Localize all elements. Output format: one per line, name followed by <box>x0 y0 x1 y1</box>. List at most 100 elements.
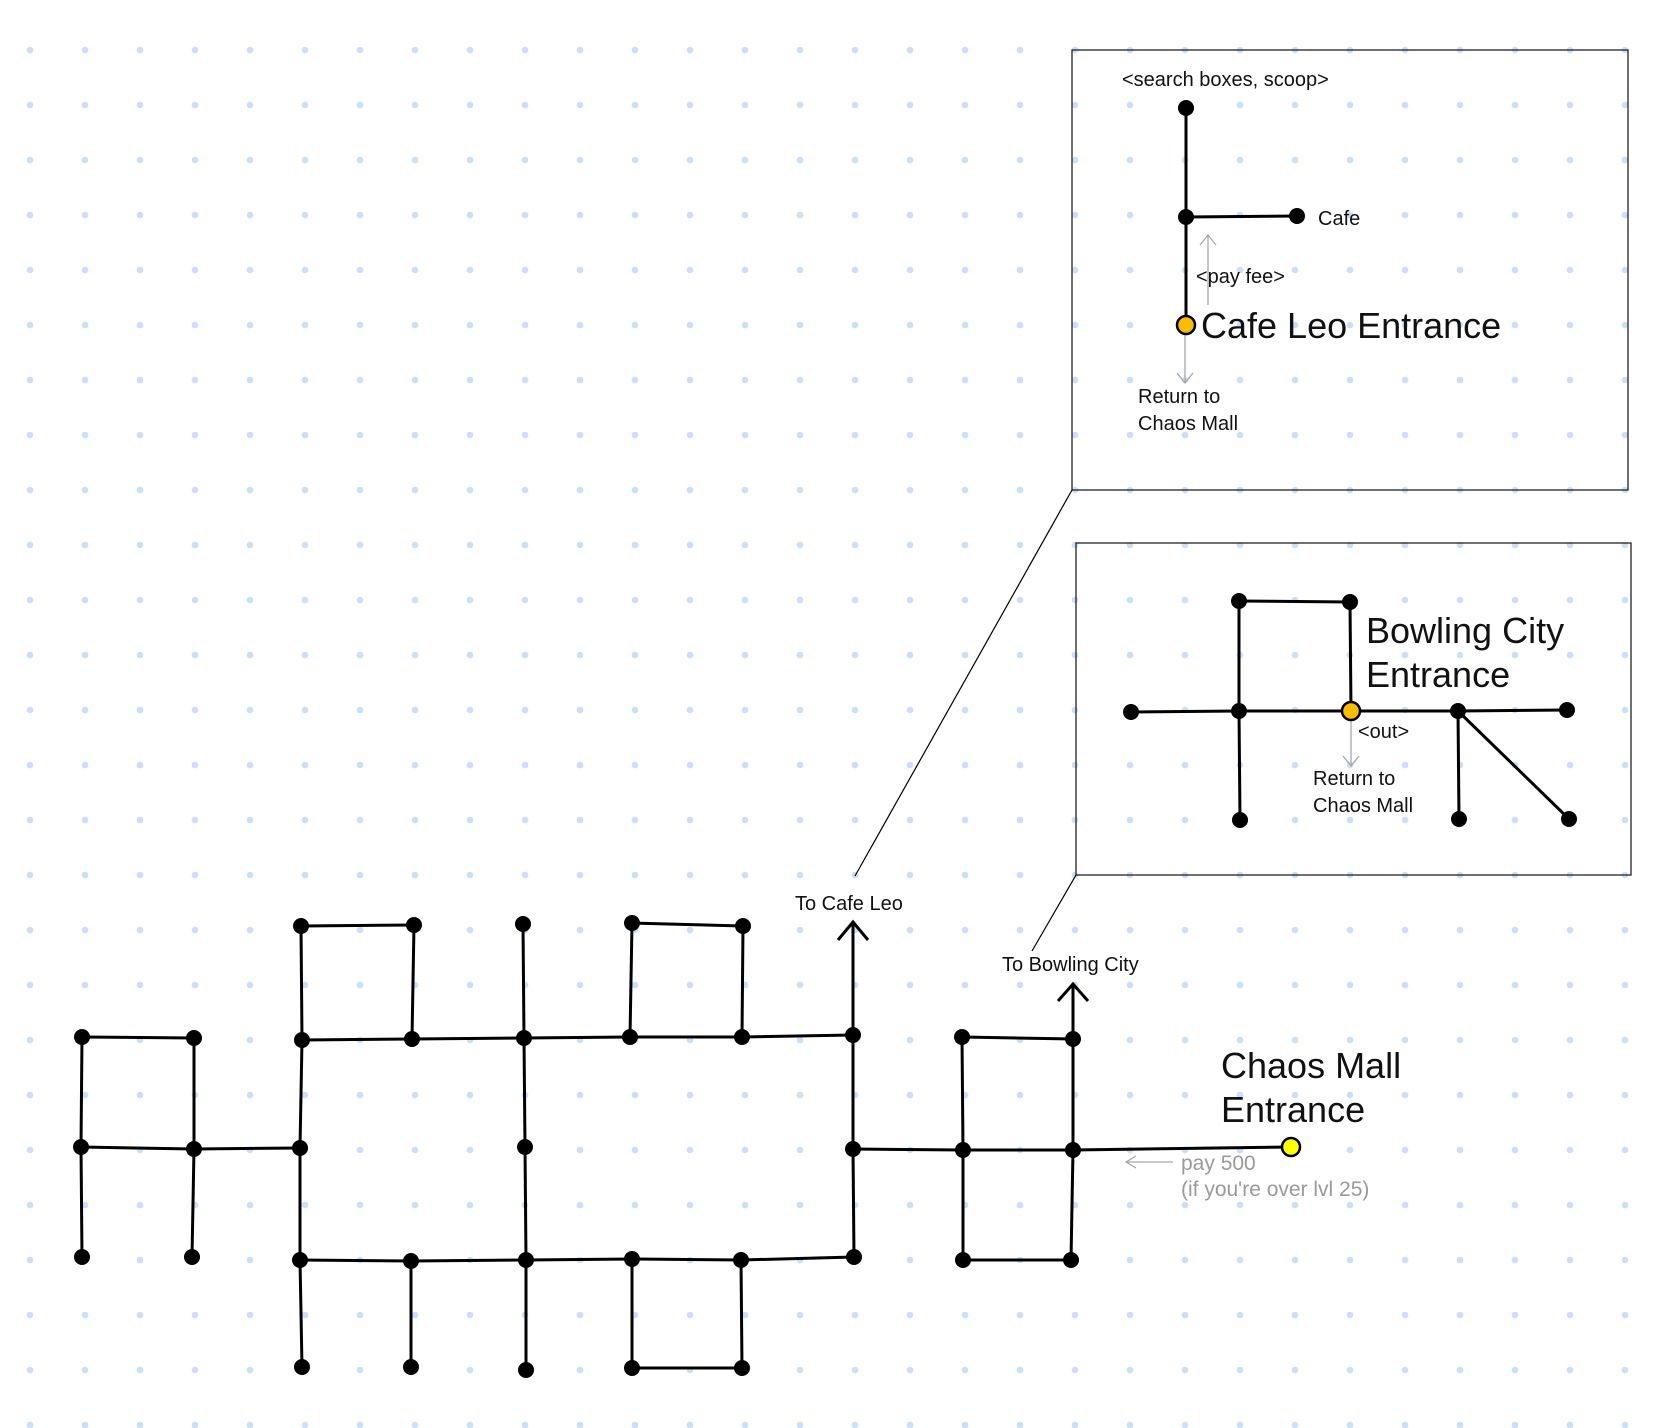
main-node-a3[interactable] <box>73 1139 89 1155</box>
main-node-e3[interactable] <box>624 1251 640 1267</box>
main-node-a2[interactable] <box>186 1030 202 1046</box>
grid-dot <box>1401 1256 1409 1264</box>
grid-dot <box>191 1366 199 1374</box>
main-node-i1[interactable] <box>1065 1031 1081 1047</box>
grid-dot <box>1016 541 1024 549</box>
bowling-city-node-e[interactable] <box>1559 702 1575 718</box>
main-node-d3[interactable] <box>517 1139 533 1155</box>
main-node-c2[interactable] <box>404 1031 420 1047</box>
grid-dot <box>466 1201 474 1209</box>
grid-dot <box>1016 1366 1024 1374</box>
grid-dot <box>741 101 749 109</box>
grid-dot <box>741 321 749 329</box>
grid-dot <box>521 431 529 439</box>
cafe-leo-entrance-marker[interactable] <box>1175 314 1197 336</box>
main-node-a6[interactable] <box>184 1249 200 1265</box>
main-node-d4[interactable] <box>518 1252 534 1268</box>
grid-dot <box>961 101 969 109</box>
to-bowling-city-label[interactable]: To Bowling City <box>1002 954 1139 976</box>
to-cafe-leo-arrow-icon[interactable] <box>836 919 870 1035</box>
main-node-g2[interactable] <box>845 1141 861 1157</box>
grid-dot <box>26 596 34 604</box>
main-node-i2[interactable] <box>1065 1142 1081 1158</box>
main-node-f3[interactable] <box>733 1252 749 1268</box>
grid-dot <box>1566 1091 1574 1099</box>
main-node-c1[interactable] <box>406 917 422 933</box>
main-node-a1[interactable] <box>74 1029 90 1045</box>
grid-dot <box>356 871 364 879</box>
main-node-i3[interactable] <box>1063 1252 1079 1268</box>
main-node-e4[interactable] <box>624 1360 640 1376</box>
bowling-city-node-w[interactable] <box>1123 704 1139 720</box>
main-node-a4[interactable] <box>186 1141 202 1157</box>
cafe-leo-node-mid[interactable] <box>1178 209 1194 225</box>
pay-fee-label: <pay fee> <box>1196 266 1285 288</box>
grid-dot <box>1346 1311 1354 1319</box>
to-cafe-leo-label[interactable]: To Cafe Leo <box>795 893 903 915</box>
grid-dot <box>26 1311 34 1319</box>
grid-dot <box>851 1421 859 1428</box>
cafe-leo-edges <box>1184 106 1299 327</box>
main-node-h2[interactable] <box>955 1142 971 1158</box>
bowling-city-node-b2[interactable] <box>1451 811 1467 827</box>
bowling-city-entrance-marker[interactable] <box>1340 700 1362 722</box>
main-node-b5[interactable] <box>294 1359 310 1375</box>
main-path-segment <box>522 1035 632 1040</box>
grid-dot <box>796 761 804 769</box>
grid-dot <box>301 156 309 164</box>
cafe-leo-node-cafe[interactable] <box>1289 208 1305 224</box>
main-node-e1[interactable] <box>624 915 640 931</box>
to-bowling-city-arrow-icon[interactable] <box>1056 981 1090 1039</box>
grid-dot <box>1511 101 1519 109</box>
grid-dot <box>1621 761 1629 769</box>
bowling-city-node-b3[interactable] <box>1561 811 1577 827</box>
grid-dot <box>1566 1311 1574 1319</box>
grid-dot <box>521 871 529 879</box>
main-node-g1[interactable] <box>845 1027 861 1043</box>
bowling-city-node-j1[interactable] <box>1231 703 1247 719</box>
grid-dot <box>246 1036 254 1044</box>
main-node-d2[interactable] <box>516 1030 532 1046</box>
main-node-d5[interactable] <box>518 1362 534 1378</box>
bowling-city-node-tl[interactable] <box>1231 593 1247 609</box>
grid-dot <box>191 266 199 274</box>
main-path-segment <box>410 1036 526 1041</box>
main-node-h1[interactable] <box>954 1029 970 1045</box>
grid-dot <box>246 981 254 989</box>
main-node-g3[interactable] <box>846 1249 862 1265</box>
grid-dot <box>1401 1201 1409 1209</box>
grid-dot <box>741 871 749 879</box>
main-node-f4[interactable] <box>734 1360 750 1376</box>
main-node-e2[interactable] <box>622 1029 638 1045</box>
bowling-city-node-b1[interactable] <box>1232 812 1248 828</box>
main-node-f1[interactable] <box>735 918 751 934</box>
main-node-b2[interactable] <box>294 1032 310 1048</box>
grid-dot <box>1346 926 1354 934</box>
main-node-h3[interactable] <box>955 1252 971 1268</box>
grid-dot <box>631 321 639 329</box>
cafe-leo-node-top[interactable] <box>1178 100 1194 116</box>
grid-dot <box>246 541 254 549</box>
main-node-f2[interactable] <box>734 1029 750 1045</box>
main-node-a5[interactable] <box>74 1249 90 1265</box>
chaos-mall-entrance-marker[interactable] <box>1280 1136 1302 1158</box>
main-node-c3[interactable] <box>403 1253 419 1269</box>
main-node-d1[interactable] <box>515 916 531 932</box>
grid-dot <box>906 101 914 109</box>
bowling-city-path-segment <box>1456 708 1569 713</box>
grid-dot <box>851 761 859 769</box>
grid-dot <box>136 156 144 164</box>
main-node-b1[interactable] <box>293 918 309 934</box>
grid-dot <box>851 101 859 109</box>
grid-dot <box>1456 1421 1464 1428</box>
main-node-c4[interactable] <box>403 1359 419 1375</box>
main-node-b3[interactable] <box>292 1140 308 1156</box>
grid-dot <box>136 211 144 219</box>
bowling-city-node-tr[interactable] <box>1342 594 1358 610</box>
bowling-city-node-j2[interactable] <box>1450 703 1466 719</box>
grid-dot <box>81 266 89 274</box>
grid-dot <box>521 486 529 494</box>
grid-dot <box>1401 816 1409 824</box>
main-node-b4[interactable] <box>292 1252 308 1268</box>
